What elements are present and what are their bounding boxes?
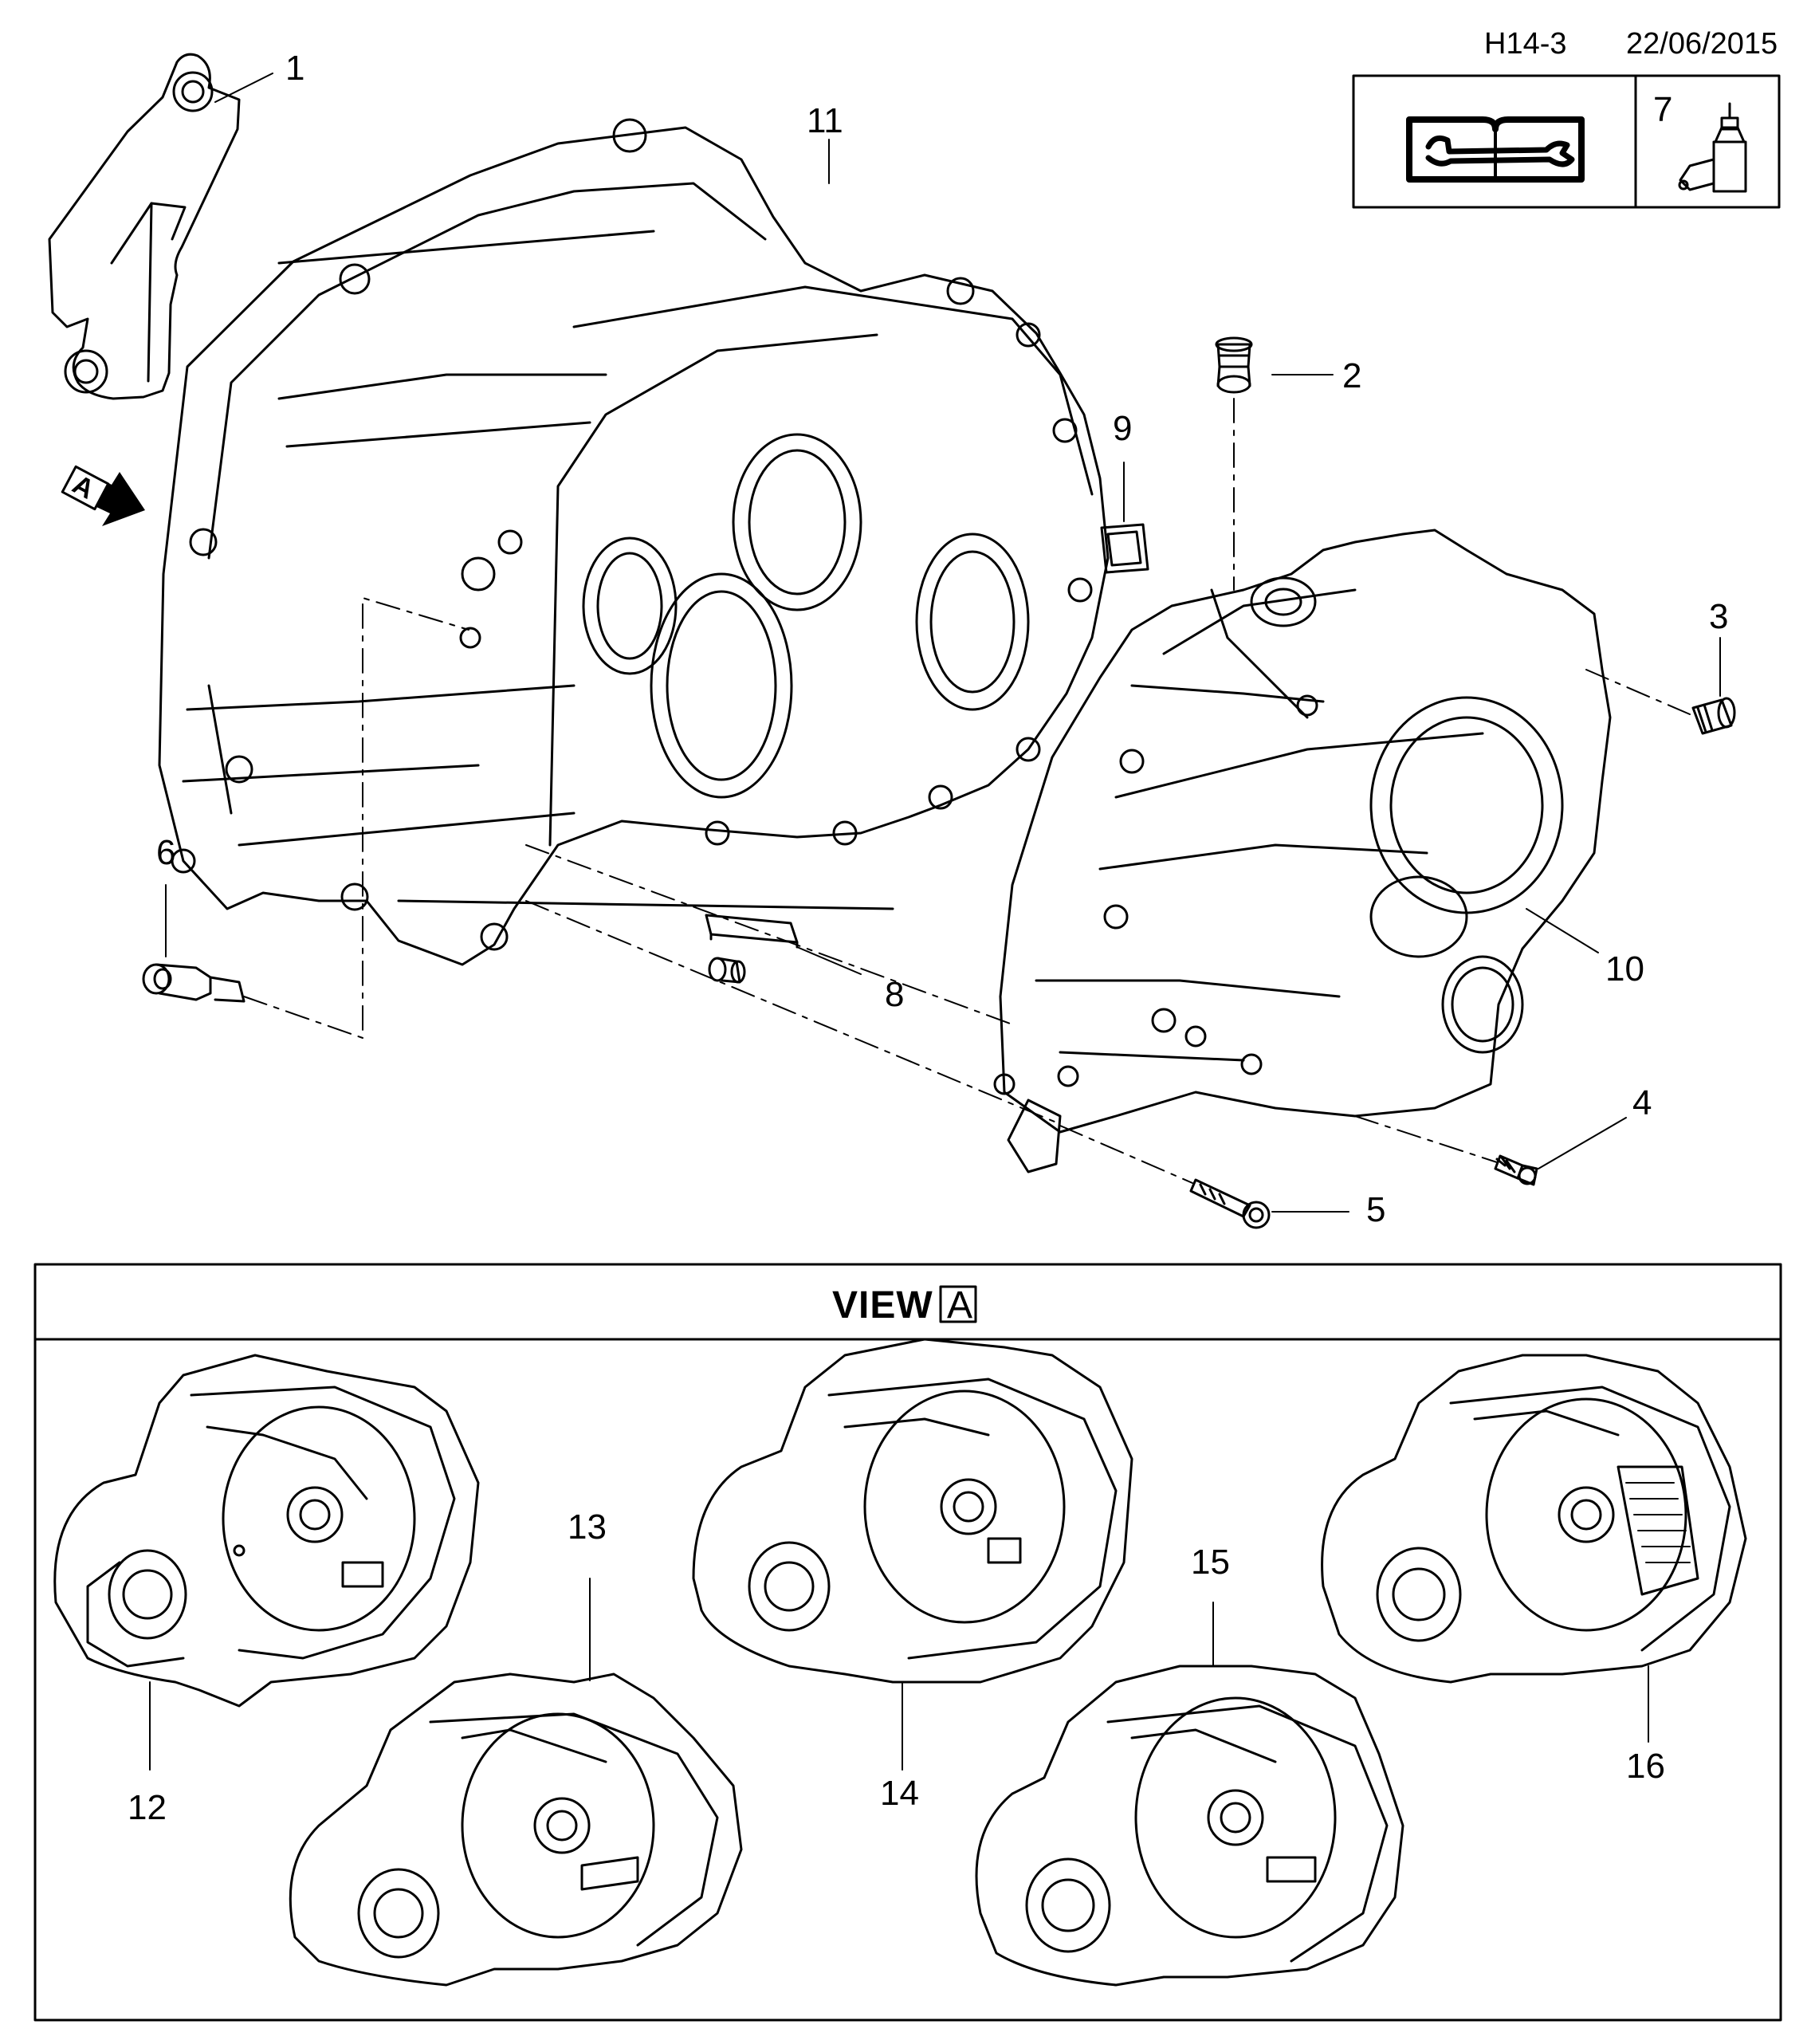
callout-8: 8 — [885, 975, 905, 1014]
sealant-tube-icon — [1678, 102, 1747, 193]
callout-11: 11 — [807, 101, 843, 140]
part-11-clutch-housing — [158, 118, 1110, 966]
part-1-bracket — [48, 53, 241, 400]
part-10-gearbox-case — [993, 529, 1612, 1173]
housing-variant-14 — [692, 1338, 1133, 1684]
housing-variant-12 — [53, 1354, 480, 1708]
view-a-arrow — [61, 465, 145, 526]
service-manual-wrench-icon — [1406, 116, 1585, 183]
part-5-bolt — [1189, 1178, 1271, 1229]
view-title: VIEW — [832, 1284, 933, 1327]
callout-15: 15 — [1191, 1543, 1230, 1582]
page-date: 22/06/2015 — [1626, 27, 1778, 61]
symbol-box — [1352, 74, 1781, 209]
callout-9: 9 — [1113, 409, 1133, 448]
part-8-dowel — [708, 957, 746, 984]
callout-10: 10 — [1605, 949, 1644, 989]
callout-12: 12 — [128, 1788, 167, 1827]
callout-14: 14 — [880, 1774, 919, 1813]
part-2-plug — [1215, 336, 1253, 394]
callout-1: 1 — [285, 49, 305, 88]
part-8-magnet — [705, 914, 799, 949]
page-code: H14-3 — [1484, 27, 1567, 61]
housing-variant-16 — [1321, 1354, 1747, 1684]
callout-7: 7 — [1653, 90, 1673, 129]
callout-16: 16 — [1626, 1747, 1665, 1786]
part-9-gasket — [1100, 523, 1149, 574]
callout-2: 2 — [1342, 356, 1362, 395]
part-3-plug — [1691, 697, 1736, 735]
housing-variant-13 — [289, 1673, 743, 1987]
callout-4: 4 — [1632, 1083, 1652, 1122]
callout-13: 13 — [568, 1507, 607, 1547]
view-title-letter: A — [947, 1284, 974, 1327]
part-6-sensor — [142, 963, 246, 1003]
part-4-bolt — [1494, 1154, 1538, 1186]
callout-6: 6 — [156, 833, 176, 872]
housing-variant-15 — [975, 1665, 1404, 1987]
callout-3: 3 — [1709, 597, 1729, 636]
callout-5: 5 — [1366, 1190, 1386, 1229]
